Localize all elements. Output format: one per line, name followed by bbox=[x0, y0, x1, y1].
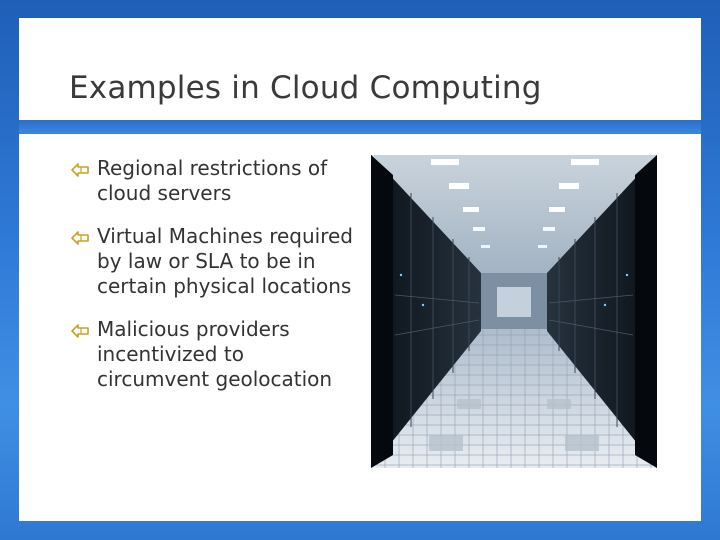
pencil-arrow-icon bbox=[71, 228, 91, 246]
bullet-text: Malicious providers incentivized to circ… bbox=[97, 317, 333, 391]
bullet-text: Virtual Machines required by law or SLA … bbox=[97, 224, 354, 298]
slide: Examples in Cloud Computing Regional res… bbox=[19, 18, 701, 521]
bullet-text: Regional restrictions of cloud servers bbox=[97, 156, 328, 205]
pencil-arrow-icon bbox=[71, 321, 91, 339]
bullet-item: Virtual Machines required by law or SLA … bbox=[69, 224, 359, 299]
server-room-photo bbox=[371, 155, 657, 468]
slide-title: Examples in Cloud Computing bbox=[69, 70, 542, 106]
title-area: Examples in Cloud Computing bbox=[19, 18, 701, 120]
title-divider bbox=[19, 120, 701, 134]
bullet-item: Malicious providers incentivized to circ… bbox=[69, 317, 359, 392]
pencil-arrow-icon bbox=[71, 160, 91, 178]
bullet-list: Regional restrictions of cloud servers V… bbox=[69, 156, 359, 410]
bullet-item: Regional restrictions of cloud servers bbox=[69, 156, 359, 206]
